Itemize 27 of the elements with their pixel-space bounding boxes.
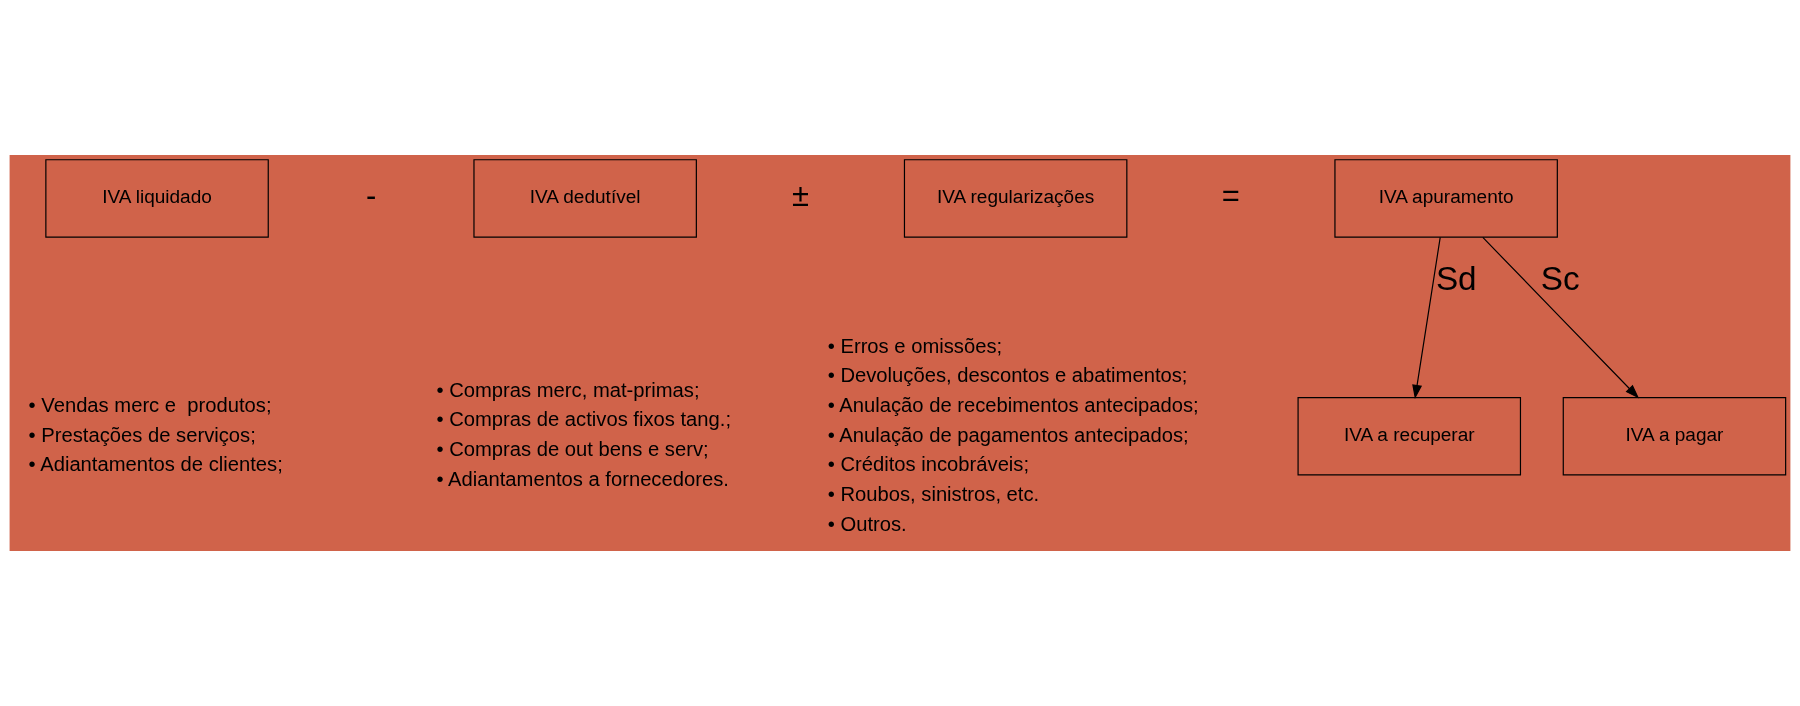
edge-label: Sd [1435,259,1477,297]
node-box: IVA dedutível [473,159,697,238]
edge-label: Sc [1540,259,1580,297]
node-label: • Prestações de serviços; [28,423,256,446]
node-label: • Adiantamentos de clientes; [28,453,283,476]
node-label: • Anulação de pagamentos antecipados; [827,423,1189,446]
node-box: IVA a pagar [1562,397,1787,476]
node-label: • Vendas merc e produtos; [28,393,272,416]
label: = [1221,177,1240,213]
node-label: • Compras merc, mat-primas; [436,378,700,401]
node-label: • Anulação de recebimentos antecipados; [827,393,1199,416]
arrow [1482,236,1640,399]
label: ± [791,177,809,213]
arrow [1412,236,1441,400]
node-box: IVA liquidado [45,159,269,238]
node-label: • Compras de activos fixos tang.; [436,408,732,431]
node-label: • Devoluções, descontos e abatimentos; [827,364,1188,387]
node-label: • Adiantamentos a fornecedores. [436,467,729,490]
node-box: IVA regularizações [903,159,1128,238]
node-label: • Roubos, sinistros, etc. [827,483,1040,506]
node-box: IVA a recuperar [1297,397,1522,476]
node-label: • Créditos incobráveis; [827,453,1030,476]
label: - [365,177,377,213]
node-label: • Compras de out bens e serv; [436,437,709,460]
node-box: IVA apuramento [1334,159,1558,238]
node-label: • Outros. [827,512,907,535]
node-label: • Erros e omissões; [827,334,1003,357]
